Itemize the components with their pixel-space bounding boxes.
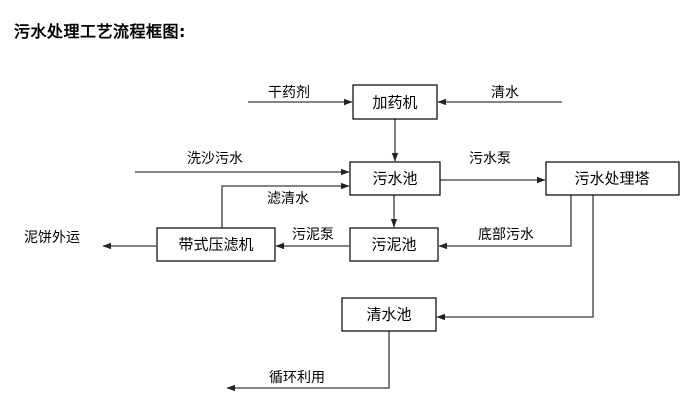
edge-label-sludge-pump: 污泥泵 xyxy=(292,227,334,243)
node-clear-water-pool[interactable]: 清水池 xyxy=(341,297,437,332)
edge-sewage-pump: 污水泵 xyxy=(440,151,546,184)
edge-recycle: 循环利用 xyxy=(226,331,390,392)
node-label-belt-filter-press: 带式压滤机 xyxy=(178,236,253,254)
edge-label-mudcake-out: 泥饼外运 xyxy=(24,230,80,246)
node-sludge-pool[interactable]: 污泥池 xyxy=(349,227,439,262)
edge-tower-to-clear-pool xyxy=(436,195,594,321)
edge-label-dry-agent: 干药剂 xyxy=(268,85,310,101)
node-dosing-machine[interactable]: 加药机 xyxy=(352,84,438,120)
edge-bottom-sewage: 底部污水 xyxy=(438,195,572,250)
edge-label-clean-water: 清水 xyxy=(491,85,519,101)
page-title: 污水处理工艺流程框图: xyxy=(14,22,186,41)
node-label-dosing-machine: 加药机 xyxy=(372,94,417,112)
node-belt-filter-press[interactable]: 带式压滤机 xyxy=(156,227,276,262)
edge-mudcake-out: 泥饼外运 xyxy=(24,230,156,250)
edge-wash-sand-sewage: 洗沙污水 xyxy=(135,151,350,176)
edge-sludge-pump: 污泥泵 xyxy=(275,227,349,250)
edge-label-filtrate: 滤清水 xyxy=(267,191,309,207)
node-label-sewage-treatment-tower: 污水处理塔 xyxy=(574,170,649,188)
node-label-clear-water-pool: 清水池 xyxy=(366,306,411,324)
node-label-sludge-pool: 污泥池 xyxy=(371,236,416,254)
node-sewage-treatment-tower[interactable]: 污水处理塔 xyxy=(545,161,680,196)
edge-clean-water: 清水 xyxy=(437,85,562,106)
edge-label-sewage-pump: 污水泵 xyxy=(469,151,511,167)
edge-label-bottom-sewage: 底部污水 xyxy=(478,227,534,243)
node-sewage-pool[interactable]: 污水池 xyxy=(349,161,441,196)
edge-dry-agent: 干药剂 xyxy=(248,85,353,106)
edge-label-wash-sand-sewage: 洗沙污水 xyxy=(187,151,243,167)
node-label-sewage-pool: 污水池 xyxy=(372,170,417,188)
edge-filtrate: 滤清水 xyxy=(221,182,350,228)
edge-label-recycle: 循环利用 xyxy=(269,370,325,386)
